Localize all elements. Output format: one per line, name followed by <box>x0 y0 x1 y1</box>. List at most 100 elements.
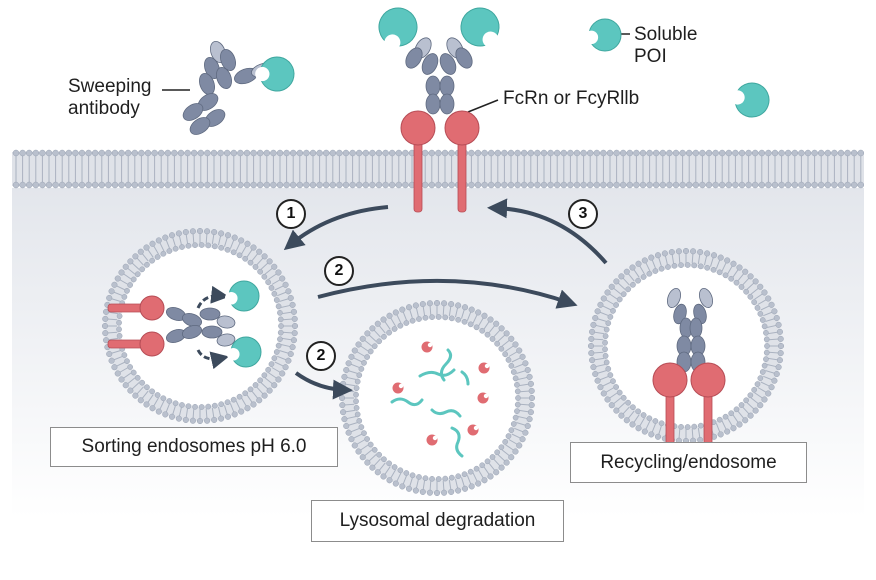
lipid-head <box>514 181 521 189</box>
lipid-tail <box>368 454 377 462</box>
lipid-head <box>448 181 455 189</box>
lipid-tail <box>373 329 381 338</box>
lipid-head <box>742 417 749 424</box>
sweeping-antibody-line2: antibody <box>68 98 140 119</box>
lipid-head <box>777 335 784 342</box>
lipid-head <box>426 300 433 307</box>
lipid-tail <box>107 311 119 315</box>
lipid-tail <box>508 351 518 357</box>
lipid-head <box>283 149 290 157</box>
lipid-head <box>127 364 133 370</box>
sorting-endosome-caption: Sorting endosomes pH 6.0 <box>50 427 338 467</box>
lipid-head <box>527 380 534 387</box>
lipid-tail <box>409 308 414 319</box>
lipid-head <box>771 149 779 157</box>
lipid-head <box>738 402 745 408</box>
lipid-head <box>514 401 521 408</box>
lipid-head <box>648 254 655 261</box>
lipid-head <box>105 181 112 189</box>
lipid-head <box>519 436 526 443</box>
lipid-head <box>508 427 515 433</box>
lipid-head <box>776 328 783 335</box>
lipid-head <box>587 342 595 350</box>
lipid-head <box>342 181 350 189</box>
lipid-head <box>116 326 122 333</box>
lipid-tail <box>608 293 618 300</box>
antigen <box>460 7 500 48</box>
lipid-head <box>560 181 568 189</box>
lipid-head <box>162 234 169 241</box>
lipid-tail <box>346 376 357 381</box>
fragment-strand <box>418 368 456 378</box>
lipid-head <box>697 249 704 256</box>
lipid-head <box>149 405 156 412</box>
lipid-head <box>704 264 711 271</box>
lipid-head <box>776 357 783 364</box>
fragment-strand <box>460 370 470 386</box>
lipid-head <box>658 265 665 272</box>
lipid-head <box>184 181 191 189</box>
lipid-tail <box>260 382 269 390</box>
lipid-tail <box>390 317 396 327</box>
lipid-tail <box>246 394 253 404</box>
lipid-head <box>149 240 156 247</box>
lipid-head <box>266 387 273 394</box>
lipid-head <box>217 181 224 189</box>
lipid-head <box>106 350 113 358</box>
lipid-head <box>279 275 286 282</box>
lipid-head <box>285 288 292 295</box>
lipid-head <box>185 403 192 410</box>
lipid-head <box>25 149 33 157</box>
lipid-tail <box>596 369 607 374</box>
receptor <box>652 362 688 447</box>
lipid-head <box>751 299 757 306</box>
receptor <box>444 110 480 213</box>
lipid-head <box>534 181 541 189</box>
lipid-tail <box>256 257 264 266</box>
lipid-tail <box>605 387 615 393</box>
lipid-head <box>520 181 528 189</box>
lipid-head <box>675 248 682 255</box>
fab-domain <box>699 287 713 309</box>
lipid-tail <box>271 279 281 285</box>
lipid-head <box>190 149 198 157</box>
lipid-head <box>844 181 851 189</box>
lipid-head <box>340 380 347 387</box>
lipid-head <box>356 372 363 379</box>
lipid-head <box>646 181 653 189</box>
lipid-head <box>371 343 378 350</box>
lipid-tail <box>678 428 681 439</box>
lipid-tail <box>697 253 701 265</box>
lipid-head <box>340 409 347 416</box>
lipid-head <box>238 237 245 244</box>
lipid-head <box>127 387 134 394</box>
lipid-head <box>623 417 630 424</box>
lipid-tail <box>122 273 132 280</box>
lipid-head <box>210 181 218 189</box>
lipid-head <box>289 301 296 308</box>
lipid-head <box>824 149 832 157</box>
lipid-head <box>745 181 752 189</box>
lipid-head <box>455 487 462 494</box>
lipid-tail <box>627 272 635 282</box>
lipid-tail <box>627 410 635 420</box>
lipid-head <box>717 254 724 261</box>
lipid-head <box>257 377 263 384</box>
lipid-head <box>764 343 770 349</box>
lipid-tail <box>251 252 259 262</box>
lipid-tail <box>422 305 426 317</box>
lipid-head <box>761 396 768 403</box>
lipid-head <box>397 467 404 474</box>
lipid-tail <box>754 392 764 399</box>
lipid-head <box>672 181 680 189</box>
arrow-step3 <box>487 198 608 265</box>
lipid-head <box>388 181 396 189</box>
lipid-head <box>204 181 211 189</box>
lipid-head <box>149 388 155 395</box>
lipid-head <box>743 288 749 295</box>
lipid-head <box>725 149 733 157</box>
lipid-tail <box>122 372 132 379</box>
lipid-head <box>718 149 726 157</box>
lipid-head <box>364 459 371 466</box>
lipid-head <box>618 412 625 419</box>
